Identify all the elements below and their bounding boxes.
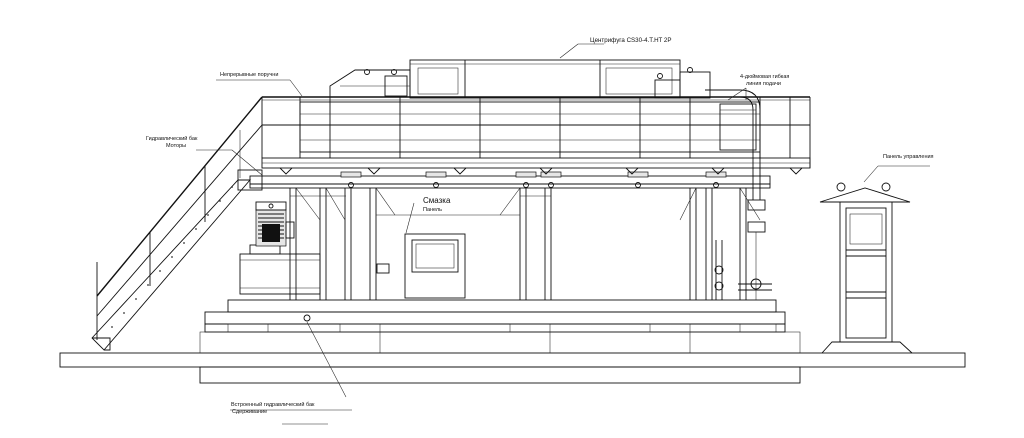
centrifuge-unit [299,59,761,153]
skid-base [199,299,801,354]
ground-slab [59,352,966,384]
deck-platform [261,96,811,175]
containment-callout: Сдерживание [232,409,268,415]
control-panel-callout: Панель управления [883,154,934,160]
hydraulic-tank-callout: Гидравлический бак [146,136,198,142]
valve-assembly [714,240,772,300]
staircase [91,96,263,351]
motors-callout: Моторы [166,143,187,149]
lubrication-callout: Смазка [423,196,451,205]
lubrication-panel-callout: Панель [423,207,443,213]
hydraulic-tank-motor [239,201,321,322]
control-panel-structure [819,182,913,354]
feed-line-callout-line1: 4-дюймовая гибкая [740,74,790,80]
handrails-callout: Непрерывные поручни [220,72,279,78]
callout-leaders [196,43,930,425]
support-frame [249,171,771,300]
feed-line-callout-line2: линия подачи [746,81,781,87]
lubrication-panel [376,233,466,299]
centrifuge-callout: Центрифуга CS30-4.T.HT 2P [590,37,672,44]
builtin-tank-callout: Встроенный гидравлический бак [231,402,315,408]
